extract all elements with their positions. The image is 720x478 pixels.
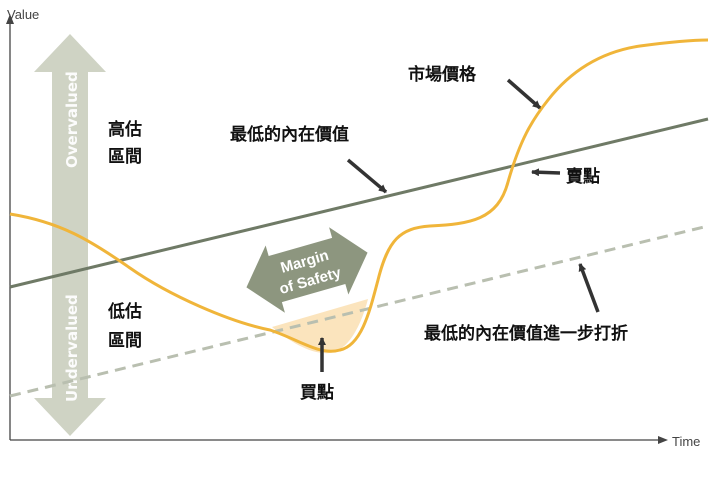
margin-of-safety-area <box>272 299 368 354</box>
valuation-band <box>34 34 106 436</box>
margin-of-safety-shape <box>246 227 368 313</box>
discounted-value-label: 最低的內在價值進一步打折 <box>424 323 628 344</box>
buy-point-label: 買點 <box>300 382 334 403</box>
overvalued-zone-label-line2: 區間 <box>108 147 142 167</box>
market-price-label: 市場價格 <box>408 64 477 85</box>
overvalued-zone-label-line1: 高估 <box>108 119 142 140</box>
intrinsic-value-line <box>9 117 709 289</box>
intrinsic-value-label: 最低的內在價值 <box>230 124 349 145</box>
sell-point-label: 賣點 <box>565 166 600 187</box>
intrinsic-value-pointer-arrow <box>346 158 388 194</box>
x-axis-label: Time <box>672 434 700 449</box>
y-axis-label: Value <box>7 7 39 22</box>
market-price-curve <box>9 38 709 353</box>
band-label-overvalued: Overvalued <box>63 71 81 168</box>
market-price-pointer-arrow <box>506 78 542 110</box>
discounted-value-pointer-arrow <box>578 263 600 313</box>
undervalued-zone-label-line2: 區間 <box>108 331 142 351</box>
discounted-value-line <box>9 224 709 398</box>
y-axis-arrow <box>6 14 14 24</box>
x-axis-arrow <box>658 436 668 444</box>
sell-point-pointer-arrow <box>531 168 561 177</box>
band-label-undervalued: Undervalued <box>63 294 81 402</box>
undervalued-zone-label-line1: 低估 <box>107 301 142 322</box>
